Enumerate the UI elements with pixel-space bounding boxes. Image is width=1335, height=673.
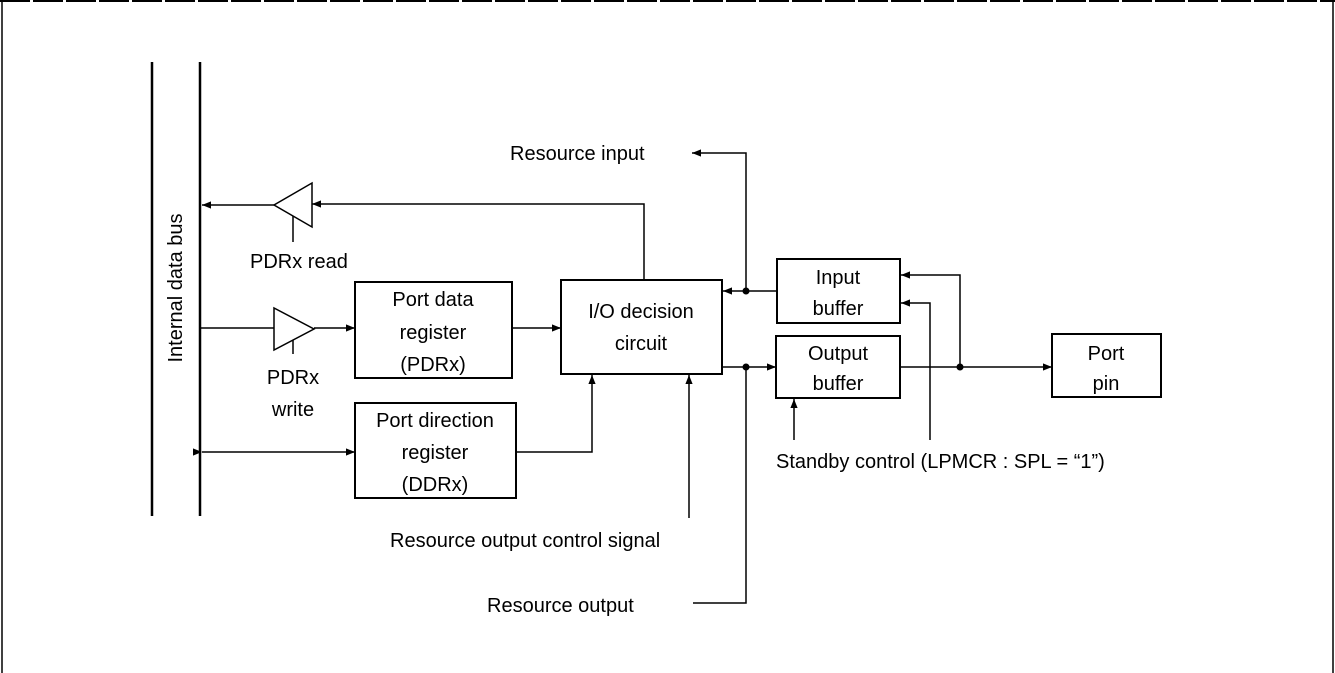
io-decision-circuit-line2: circuit [615, 333, 668, 355]
resource-output-label: Resource output [487, 595, 634, 617]
resource-input-path: Resource input [510, 143, 747, 291]
port-direction-register-line2: register [402, 442, 469, 464]
port-data-register: Port data register (PDRx) [354, 281, 513, 379]
internal-data-bus-label: Internal data bus [165, 214, 187, 363]
output-buffer-line1: Output [808, 343, 868, 365]
output-buffer-line2: buffer [813, 373, 864, 395]
internal-data-bus: Internal data bus [150, 62, 202, 516]
port-direction-register-line1: Port direction [376, 410, 494, 432]
io-decision-circuit-line1: I/O decision [588, 301, 694, 323]
port-pin-line1: Port [1088, 343, 1125, 365]
io-decision-circuit: I/O decision circuit [560, 279, 723, 375]
input-buffer-line1: Input [816, 267, 861, 289]
port-direction-register: Port direction register (DDRx) [354, 402, 517, 499]
resource-input-junction [742, 287, 750, 295]
pdrx-write-path: PDRx write [200, 306, 355, 421]
pdrx-write-buffer [273, 306, 316, 352]
port-data-register-line2: register [400, 322, 467, 344]
pdrx-read-label: PDRx read [250, 251, 348, 273]
port-direction-register-line3: (DDRx) [402, 474, 469, 496]
standby-control-path: Standby control (LPMCR : SPL = “1”) [776, 299, 1105, 473]
port-pin: Port pin [1051, 333, 1162, 398]
pdrx-write-label-line2: write [271, 399, 314, 421]
input-buffer: Input buffer [776, 258, 901, 324]
input-buffer-line2: buffer [813, 298, 864, 320]
pdrx-write-label-line1: PDRx [267, 367, 319, 389]
standby-control-label: Standby control (LPMCR : SPL = “1”) [776, 451, 1105, 473]
port-pin-to-input-buffer-arrow [901, 271, 961, 367]
port-data-register-line1: Port data [392, 289, 474, 311]
port-data-register-line3: (PDRx) [400, 354, 466, 376]
resource-output-control-label: Resource output control signal [390, 530, 660, 552]
ddr-to-io-arrow [516, 375, 596, 453]
resource-output-path: Resource output [487, 367, 747, 617]
output-buffer: Output buffer [775, 335, 901, 399]
port-pin-line2: pin [1093, 373, 1120, 395]
resource-input-label: Resource input [510, 143, 645, 165]
pdrx-read-path: PDRx read [202, 181, 645, 280]
resource-output-control-path: Resource output control signal [390, 375, 693, 552]
